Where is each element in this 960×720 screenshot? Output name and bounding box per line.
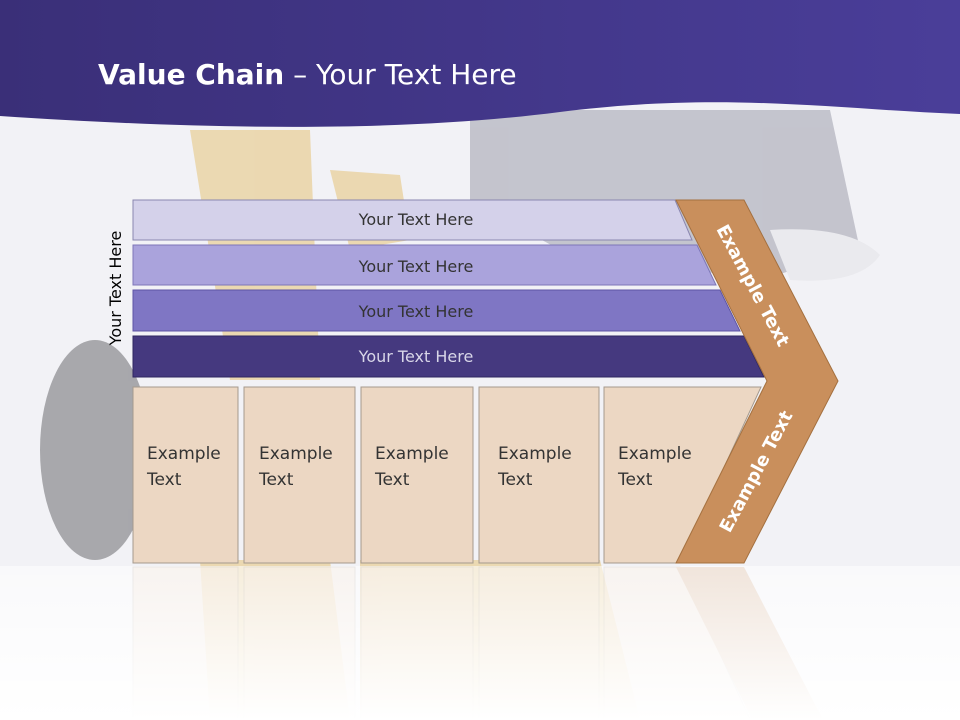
primary-box-2-line2: Text [258, 470, 294, 490]
primary-box-4 [478, 386, 600, 564]
primary-box-2 [243, 386, 356, 564]
title-rest: – Your Text Here [284, 58, 516, 91]
primary-box-4-line2: Text [497, 470, 533, 490]
primary-box-1-line1: Example [147, 444, 221, 464]
support-bar-3-label: Your Text Here [358, 302, 474, 321]
support-bar-1 [132, 199, 693, 241]
primary-box-5-line2: Text [617, 470, 653, 490]
primary-box-3-line1: Example [375, 444, 449, 464]
reflection-fade [0, 566, 960, 720]
support-bar-2-label: Your Text Here [358, 257, 474, 276]
header-band [0, 0, 960, 127]
support-bar-4 [132, 335, 765, 378]
support-bar-3 [132, 289, 741, 332]
support-bar-2 [132, 244, 717, 286]
margin-shape [675, 199, 839, 564]
primary-box-5-line1: Example [618, 444, 692, 464]
support-bar-1-label: Your Text Here [358, 210, 474, 229]
primary-activities: Example Text Example Text Example Text E… [132, 386, 762, 564]
support-activities: Your Text Here Your Text Here Your Text … [132, 199, 765, 378]
primary-box-3-line2: Text [374, 470, 410, 490]
side-label: Your Text Here [106, 231, 125, 347]
primary-box-4-line1: Example [498, 444, 572, 464]
support-bar-4-label: Your Text Here [358, 347, 474, 366]
page-title: Value Chain – Your Text Here [98, 58, 517, 91]
primary-box-1 [132, 386, 239, 564]
primary-box-1-line2: Text [146, 470, 182, 490]
primary-box-3 [360, 386, 474, 564]
title-bold: Value Chain [98, 58, 284, 91]
primary-box-2-line1: Example [259, 444, 333, 464]
